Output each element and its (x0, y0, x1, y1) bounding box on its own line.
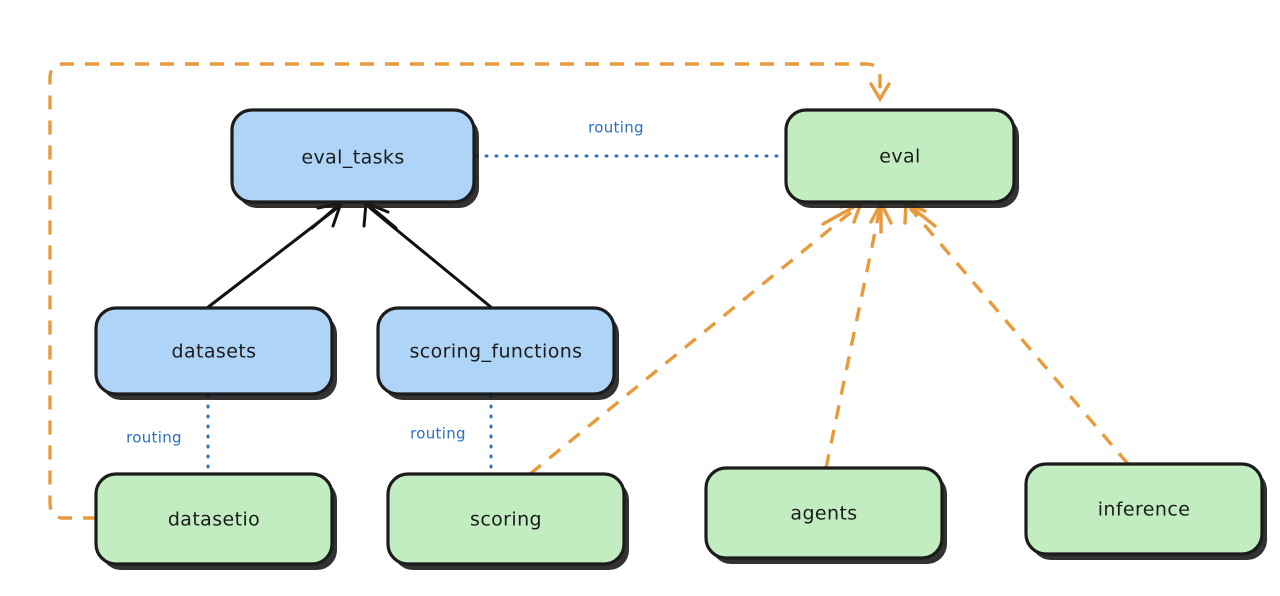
node-agents-box[interactable] (704, 466, 944, 560)
routing-label-datasets: routing (126, 429, 182, 447)
node-datasetio-box[interactable] (94, 472, 334, 566)
node-eval-tasks-box[interactable] (230, 108, 476, 204)
edge-inference-to-eval (903, 200, 1130, 466)
node-scoring-functions-box[interactable] (376, 306, 616, 396)
node-datasets-label: datasets (172, 341, 257, 363)
node-inference-box[interactable] (1024, 462, 1264, 556)
node-datasets[interactable]: datasets (94, 306, 337, 400)
node-agents-label: agents (790, 503, 857, 525)
node-agents[interactable]: agents (704, 466, 947, 564)
node-scoring-box[interactable] (386, 472, 626, 566)
edge-label-routing-datasets: routing (110, 423, 200, 451)
node-eval-box[interactable] (784, 108, 1016, 204)
node-scoring-functions[interactable]: scoring_functions (376, 306, 619, 400)
node-eval-tasks[interactable]: eval_tasks (230, 108, 479, 208)
node-datasetio-label: datasetio (168, 509, 260, 531)
edge-label-bg-2 (110, 423, 200, 451)
node-datasets-box[interactable] (94, 306, 334, 396)
node-eval[interactable]: eval (784, 108, 1019, 208)
node-datasetio[interactable]: datasetio (94, 472, 337, 570)
node-scoring-functions-label: scoring_functions (410, 341, 583, 363)
edge-label-routing-scoring-functions: routing (394, 419, 484, 447)
node-scoring-label: scoring (470, 509, 542, 531)
edge-label-routing-eval-tasks: routing (572, 113, 662, 141)
node-inference[interactable]: inference (1024, 462, 1267, 560)
node-scoring[interactable]: scoring (386, 472, 629, 570)
edge-label-bg-3 (394, 419, 484, 447)
routing-label-scoring-functions: routing (410, 425, 466, 443)
node-eval-tasks-label: eval_tasks (301, 147, 404, 169)
edge-datasetio-to-eval (48, 62, 891, 520)
routing-label-eval-tasks: routing (588, 119, 644, 137)
edge-datasets-to-eval-tasks (205, 200, 344, 310)
node-inference-label: inference (1098, 499, 1191, 521)
edge-agents-to-eval (824, 199, 893, 469)
edge-scoring-functions-to-eval-tasks (362, 200, 494, 310)
node-eval-label: eval (879, 146, 920, 168)
edge-label-bg-1 (572, 113, 662, 141)
